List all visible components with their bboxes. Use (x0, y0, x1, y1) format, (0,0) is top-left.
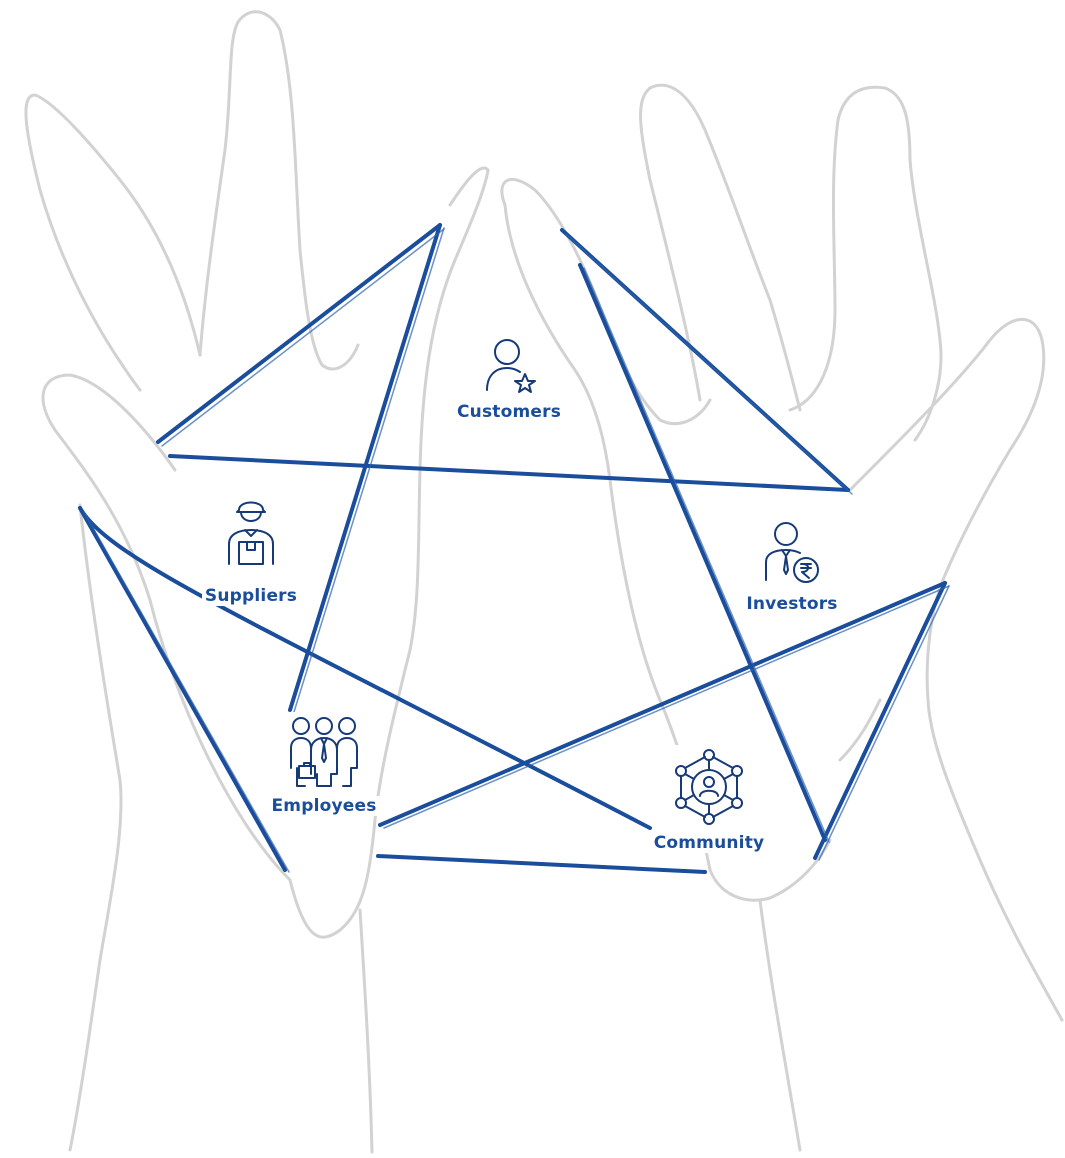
stakeholder-employees: Employees (259, 712, 389, 816)
stakeholder-customers: Customers (444, 330, 574, 422)
stakeholder-suppliers: Suppliers (186, 490, 316, 606)
delivery-person-icon (217, 490, 285, 586)
hands-outline (24, 10, 1064, 1154)
stakeholder-label: Employees (268, 796, 380, 816)
stakeholder-label: Investors (743, 594, 841, 614)
community-network-icon (667, 745, 751, 833)
stakeholder-community: Community (644, 745, 774, 853)
stakeholder-label: Community (650, 833, 768, 853)
stakeholder-investors: Investors (727, 518, 857, 614)
customer-star-icon (475, 330, 543, 402)
investor-rupee-icon (758, 518, 826, 594)
stakeholder-label: Suppliers (201, 586, 301, 606)
stakeholder-label: Customers (453, 402, 565, 422)
employees-group-icon (285, 712, 363, 796)
string-figure (78, 223, 950, 874)
